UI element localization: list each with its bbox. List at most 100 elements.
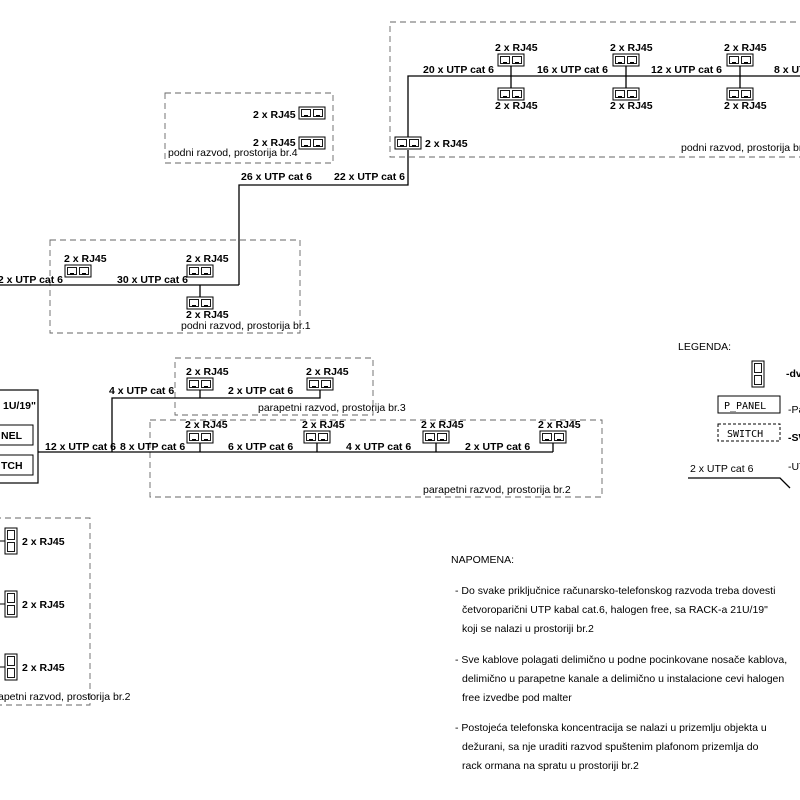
rj45-socket-vertical [4, 527, 18, 555]
boundary-parapetni-br3 [174, 357, 374, 416]
rj45-label: 2 x RJ45 [186, 253, 229, 265]
rack-cabinet: 1U/19" NEL TCH [0, 389, 39, 484]
room-labels: podni razvod, prostorija br.4 podni razv… [0, 142, 800, 703]
legend-switch-box: SWITCH [727, 429, 763, 440]
rj45-socket [612, 87, 640, 101]
legend-item-panel: -Pa [788, 404, 800, 416]
cable-label: 16 x UTP cat 6 [537, 64, 608, 76]
room-label-parapetni-br2-left: apetni razvod, prostorija br.2 [0, 691, 131, 703]
rack-switch-label: TCH [1, 460, 23, 472]
rj45-label: 2 x RJ45 [22, 536, 65, 548]
cable-label: 8 x UTP cat 6 [774, 64, 800, 76]
rj45-label: 2 x RJ45 [495, 100, 538, 112]
cable-label: 4 x UTP cat 6 [109, 385, 174, 397]
legend-title: LEGENDA: [678, 341, 731, 353]
rj45-label: 2 x RJ45 [495, 42, 538, 54]
rj45-socket [497, 53, 525, 67]
rj45-socket-vertical [4, 590, 18, 618]
rj45-label: 2 x RJ45 [253, 109, 296, 121]
rj45-label: 2 x RJ45 [185, 419, 228, 431]
rj45-label: 2 x RJ45 [302, 419, 345, 431]
rj45-socket-vertical [4, 653, 18, 681]
cable-label: 26 x UTP cat 6 [241, 171, 312, 183]
rj45-socket [612, 53, 640, 67]
legend-item-switch: -SW [788, 432, 800, 444]
cable-label: 6 x UTP cat 6 [228, 441, 293, 453]
room-label-parapetni-br3: parapetni razvod, prostorija br.3 [258, 402, 406, 414]
rj45-socket [186, 377, 214, 391]
rj45-label: 2 x RJ45 [253, 137, 296, 149]
note-1-line-1: - Do svake priključnice računarsko-telef… [455, 585, 775, 597]
rj45-socket [186, 296, 214, 310]
rj45-socket [298, 136, 326, 150]
notes-title: NAPOMENA: [451, 554, 514, 566]
legend-socket-icon [751, 360, 765, 388]
note-2-line-2: delimično u parapetne kanale a delimično… [462, 673, 784, 685]
rj45-socket [64, 264, 92, 278]
cable-labels: 20 x UTP cat 6 16 x UTP cat 6 12 x UTP c… [0, 64, 800, 453]
cable-label: 2 x UTP cat 6 [228, 385, 293, 397]
rj45-label: 2 x RJ45 [306, 366, 349, 378]
notes: NAPOMENA: - Do svake priključnice računa… [451, 554, 787, 772]
rj45-label: 2 x RJ45 [64, 253, 107, 265]
cable-label: 8 x UTP cat 6 [120, 441, 185, 453]
rj45-socket [306, 377, 334, 391]
rj45-socket [497, 87, 525, 101]
note-2-line-3: free izvedbe pod malter [462, 692, 572, 704]
room-boundaries [0, 21, 800, 706]
boundary-podni-br4 [164, 92, 334, 164]
legend-item-dvo: -dv [786, 368, 800, 380]
note-3-line-2: dežurani, sa nje uraditi razvod spušteni… [462, 741, 759, 753]
cable-label: 2 x UTP cat 6 [465, 441, 530, 453]
rj45-socket [726, 87, 754, 101]
legend-panel-box: P_PANEL [724, 401, 766, 412]
boundary-parapetni-br2 [149, 419, 603, 498]
rj45-label: 2 x RJ45 [538, 419, 581, 431]
rj45-socket [422, 430, 450, 444]
connector-labels: 2 x RJ45 2 x RJ45 2 x RJ45 2 x RJ45 2 x … [22, 42, 767, 674]
rj45-socket [394, 136, 422, 150]
cable-label: 32 x UTP cat 6 [0, 274, 63, 286]
rj45-label: 2 x RJ45 [22, 662, 65, 674]
cable-label: 20 x UTP cat 6 [423, 64, 494, 76]
rj45-label: 2 x RJ45 [610, 100, 653, 112]
rj45-socket [539, 430, 567, 444]
boundary-podni-br1 [49, 239, 301, 334]
legend-item-utp: -UT [788, 461, 800, 473]
cable-label: 22 x UTP cat 6 [334, 171, 405, 183]
cable-label: 4 x UTP cat 6 [346, 441, 411, 453]
cable-label: 12 x UTP cat 6 [651, 64, 722, 76]
legend: LEGENDA: P_PANEL SWITCH -dv -Pa -SW -UT … [678, 341, 800, 475]
rj45-sockets [0, 53, 765, 681]
room-label-podni-br2: podni razvod, prostorija br.2 [681, 142, 800, 154]
rj45-label: 2 x RJ45 [724, 100, 767, 112]
room-label-podni-br4: podni razvod, prostorija br.4 [168, 147, 298, 159]
rj45-label: 2 x RJ45 [610, 42, 653, 54]
rj45-socket [186, 430, 214, 444]
rj45-socket [726, 53, 754, 67]
rj45-label: 2 x RJ45 [425, 138, 468, 150]
rj45-label: 2 x RJ45 [421, 419, 464, 431]
room-label-parapetni-br2: parapetni razvod, prostorija br.2 [423, 484, 571, 496]
rj45-label: 2 x RJ45 [22, 599, 65, 611]
rj45-socket [303, 430, 331, 444]
rj45-label: 2 x RJ45 [724, 42, 767, 54]
note-3-line-3: rack ormana na spratu u prostoriji br.2 [462, 760, 639, 772]
rack-title: 1U/19" [3, 400, 36, 412]
room-label-podni-br1: podni razvod, prostorija br.1 [181, 320, 311, 332]
cable-wiring [0, 66, 800, 489]
note-2-line-1: - Sve kablove polagati delimično u podne… [455, 654, 787, 666]
note-3-line-1: - Postojeća telefonska koncentracija se … [455, 722, 767, 734]
legend-cable-sample: 2 x UTP cat 6 [690, 463, 754, 475]
rj45-label: 2 x RJ45 [186, 309, 229, 321]
note-1-line-2: četvoroparični UTP kabal cat.6, halogen … [462, 604, 768, 616]
rj45-socket [298, 106, 326, 120]
cable-label: 30 x UTP cat 6 [117, 274, 188, 286]
rj45-label: 2 x RJ45 [186, 366, 229, 378]
note-1-line-3: koji se nalazi u prostoriji br.2 [462, 623, 594, 635]
boundary-top-right [389, 21, 800, 158]
rack-panel-label: NEL [1, 430, 23, 442]
cable-label: 12 x UTP cat 6 [45, 441, 116, 453]
rj45-socket [186, 264, 214, 278]
